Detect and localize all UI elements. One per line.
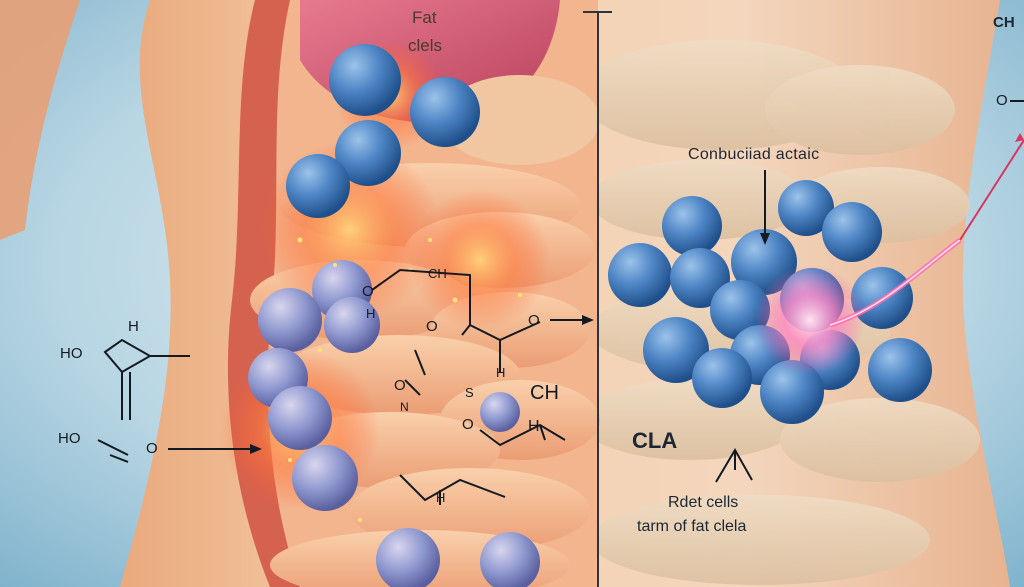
fat-cell-sphere [324, 297, 380, 353]
chem-o: O [362, 283, 374, 300]
left-arm [0, 0, 80, 240]
top-right-label: CH [993, 14, 1015, 31]
fat-cells-label-line2: clels [408, 36, 443, 55]
reduced-cells-label-line1: Rdet cells [668, 494, 739, 511]
arrow-icon [760, 233, 770, 245]
chem-h: H [436, 490, 446, 505]
fat-cell-sphere [480, 532, 540, 587]
molecule-right [715, 100, 1024, 483]
chem-h: H [366, 306, 376, 321]
glow-2 [410, 190, 550, 330]
pink-target-glow [755, 265, 865, 375]
fat-cell-sphere [710, 280, 770, 340]
stomach [440, 75, 600, 165]
chem-ch: CH [428, 266, 447, 281]
left-fat-cells [248, 44, 540, 587]
fat-cell-sphere [335, 120, 401, 186]
fat-cell-sphere [268, 386, 332, 450]
chem-ho: HO [60, 345, 83, 362]
chem-o: O [426, 318, 438, 335]
molecule-left [97, 338, 252, 463]
fat-cell-sphere [822, 202, 882, 262]
chem-o: O [528, 312, 540, 329]
fat-cell-sphere [292, 445, 358, 511]
chem-o: O [996, 92, 1008, 109]
fat-cell-sphere [760, 360, 824, 424]
fat-cell-sphere [410, 77, 480, 147]
conjugated-label: Conbuciiad actaic [688, 146, 820, 163]
fat-cell-sphere [286, 154, 350, 218]
chem-h: H [496, 365, 506, 380]
fat-cell-sphere [258, 288, 322, 352]
chem-ho: HO [58, 430, 81, 447]
laser-line [959, 139, 1024, 241]
fat-cell-sphere [868, 338, 932, 402]
arrow-icon [250, 444, 262, 454]
chem-o: O [146, 440, 158, 457]
fat-cell-sphere [480, 392, 520, 432]
reduced-cells-label-line2: tarm of fat clela [637, 518, 747, 535]
pink-beam-highlight [829, 239, 961, 326]
cla-label: CLA [632, 428, 678, 453]
chem-h: H [528, 418, 540, 435]
molecule-center [371, 268, 582, 505]
chem-ch: CH [530, 382, 559, 404]
chem-n: N [400, 400, 409, 414]
fat-cells-label-line1: Fat [412, 8, 437, 27]
fat-cell-sphere [692, 348, 752, 408]
arrow-icon [582, 315, 594, 325]
fat-cell-sphere [643, 317, 709, 383]
fat-cell-sphere [670, 248, 730, 308]
fat-cell-sphere [329, 44, 401, 116]
fat-cell-sphere [608, 243, 672, 307]
arrow-icon [1015, 133, 1024, 142]
fat-cell-sphere [778, 180, 834, 236]
chem-s: S [465, 385, 474, 400]
fat-cell-sphere [376, 528, 440, 587]
chem-o: O [462, 416, 474, 433]
chem-h: H [128, 318, 139, 335]
chem-o: O [394, 377, 406, 394]
fat-cell-sphere [662, 196, 722, 256]
